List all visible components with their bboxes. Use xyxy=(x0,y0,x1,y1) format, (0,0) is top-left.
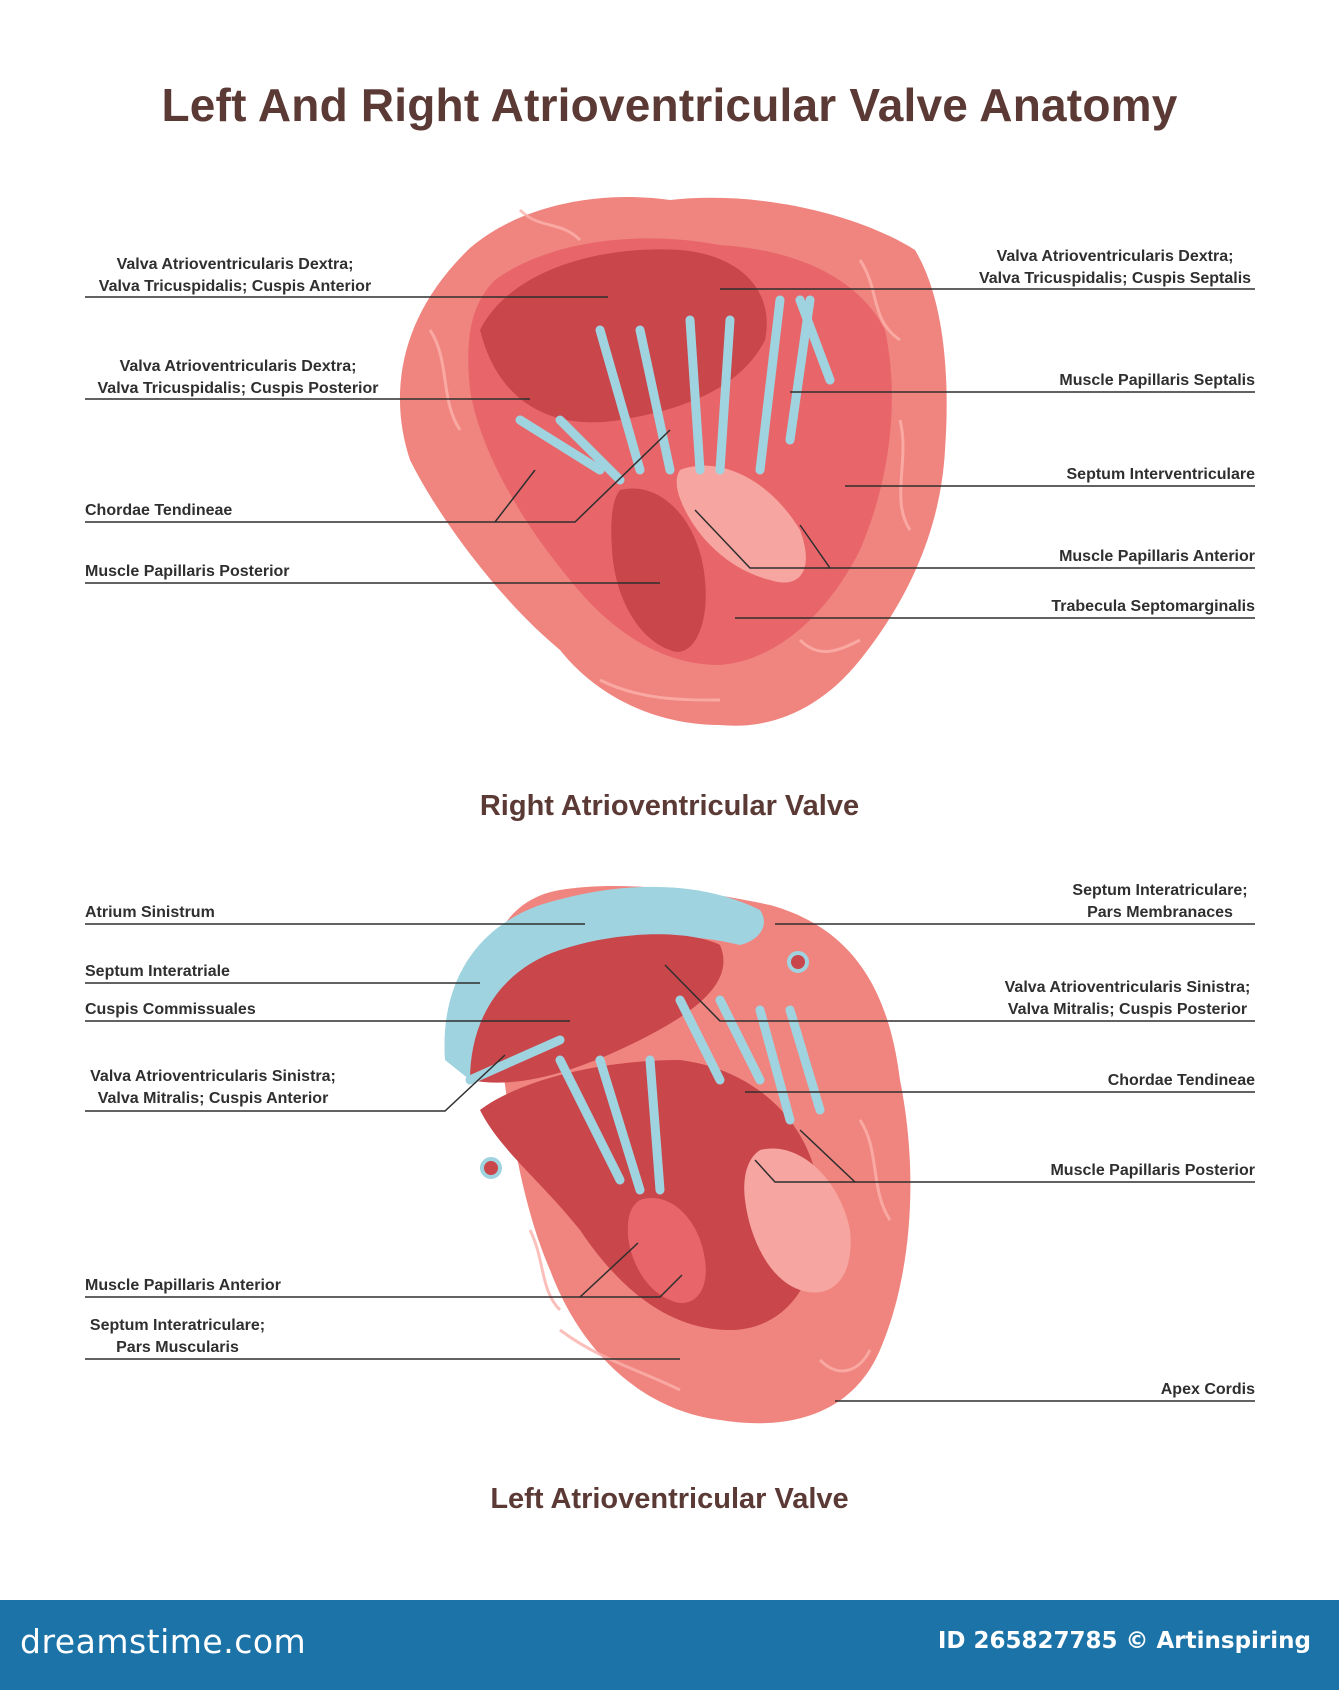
left-valve-leader-lines xyxy=(85,923,1255,1402)
left-heart-posterior-papillary xyxy=(744,1148,851,1293)
label-right-tricuspid-septalis: Valva Atrioventricularis Dextra; Valva T… xyxy=(978,248,1252,287)
label-left-atrium-sinistrum: Atrium Sinistrum xyxy=(85,904,215,921)
label-right-papillaris-septalis: Muscle Papillaris Septalis xyxy=(1059,372,1255,389)
label-left-septum-interatriale: Septum Interatriale xyxy=(85,963,230,980)
right-valve-heart xyxy=(399,197,947,726)
footer-credit: ID 265827785 © Artinspiring xyxy=(930,1628,1311,1654)
right-valve-caption: Right Atrioventricular Valve xyxy=(479,790,860,822)
label-right-trabecula-septomarginalis: Trabecula Septomarginalis xyxy=(1051,598,1255,615)
left-heart-anterior-papillary xyxy=(627,1198,706,1304)
right-valve-leader-lines xyxy=(85,288,1255,619)
left-valve-heart xyxy=(444,885,911,1424)
left-heart-atrium-membrane xyxy=(444,886,764,1080)
left-valve-caption: Left Atrioventricular Valve xyxy=(490,1483,849,1515)
label-left-mitral-posterior: Valva Atrioventricularis Sinistra; Valva… xyxy=(1004,979,1251,1018)
left-heart-atrium xyxy=(470,934,724,1083)
label-right-tricuspid-anterior: Valva Atrioventricularis Dextra; Valva T… xyxy=(98,256,372,295)
label-right-papillaris-anterior: Muscle Papillaris Anterior xyxy=(1059,548,1255,565)
page-title: Left And Right Atrioventricular Valve An… xyxy=(161,79,1178,131)
label-left-septum-pars-muscularis: Septum Interatriculare; Pars Muscularis xyxy=(89,1317,266,1356)
label-left-cuspis-commissuales: Cuspis Commissuales xyxy=(85,1001,256,1018)
label-left-chordae-tendineae: Chordae Tendineae xyxy=(1107,1072,1255,1089)
label-right-tricuspid-posterior: Valva Atrioventricularis Dextra; Valva T… xyxy=(97,358,379,397)
left-heart-vessel-opening-top xyxy=(787,951,809,973)
right-heart-chordae xyxy=(515,295,835,485)
right-heart-trabecula xyxy=(676,465,806,583)
footer-brand[interactable]: dreamstime.com xyxy=(20,1622,307,1661)
label-right-chordae-tendineae: Chordae Tendineae xyxy=(85,502,233,519)
right-heart-posterior-papillary xyxy=(611,488,706,652)
label-right-septum-interventriculare: Septum Interventriculare xyxy=(1066,466,1256,483)
valve-illustrations xyxy=(85,197,1255,1424)
left-heart-vessel-opening-left xyxy=(480,1157,502,1179)
label-left-papillaris-posterior: Muscle Papillaris Posterior xyxy=(1050,1162,1255,1179)
footer-author[interactable]: Artinspiring xyxy=(1156,1628,1312,1654)
copyright-icon: © xyxy=(1125,1628,1149,1654)
label-left-apex-cordis: Apex Cordis xyxy=(1160,1381,1255,1398)
footer-image-id: ID 265827785 xyxy=(937,1628,1118,1654)
label-right-papillaris-posterior: Muscle Papillaris Posterior xyxy=(85,563,290,580)
label-left-papillaris-anterior: Muscle Papillaris Anterior xyxy=(85,1277,281,1294)
footer-bar: dreamstime.com ID 265827785 © Artinspiring xyxy=(0,1600,1339,1690)
left-heart-ventricle xyxy=(480,1060,820,1330)
label-left-mitral-anterior: Valva Atrioventricularis Sinistra; Valva… xyxy=(90,1068,336,1107)
label-left-septum-pars-membranaces: Septum Interatriculare; Pars Membranaces xyxy=(1072,882,1248,921)
right-heart-surface-lines xyxy=(428,208,912,702)
left-heart-surface-lines xyxy=(528,1119,892,1392)
